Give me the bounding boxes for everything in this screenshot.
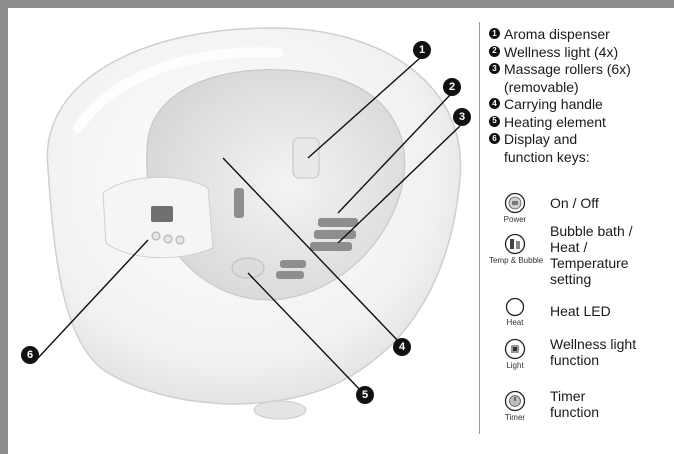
key-caption: Timer (489, 413, 541, 422)
temp-bubble-key-icon: Temp & Bubble (489, 233, 541, 265)
callout-3: 3 (453, 108, 471, 126)
number-badge: 2 (489, 46, 500, 57)
callout-4: 4 (393, 338, 411, 356)
key-caption: Temp & Bubble (489, 256, 541, 265)
legend-item-2: 2 Wellness light (4x) (489, 44, 671, 60)
frame-top-bar (0, 0, 674, 8)
legend-item-1: 1 Aroma dispenser (489, 26, 671, 42)
key-description: On / Off (550, 195, 671, 211)
key-description: Heat LED (550, 303, 671, 319)
legend-label: Aroma dispenser (504, 26, 610, 42)
callout-6: 6 (21, 346, 39, 364)
callout-2: 2 (443, 78, 461, 96)
legend-item-5: 5 Heating element (489, 114, 671, 130)
legend-label: Massage rollers (6x) (504, 61, 631, 77)
legend-label: Wellness light (4x) (504, 44, 618, 60)
legend-sublabel: function keys: (489, 149, 671, 165)
number-badge: 1 (489, 28, 500, 39)
key-description: Bubble bath / Heat / Temperature setting (550, 223, 671, 287)
number-badge: 6 (489, 133, 500, 144)
callout-1: 1 (413, 41, 431, 59)
legend-label: Carrying handle (504, 96, 603, 112)
callout-5: 5 (356, 386, 374, 404)
spa-foot (254, 401, 306, 419)
frame-left-bar (0, 0, 8, 454)
key-caption: Light (489, 361, 541, 370)
legend-label: Heating element (504, 114, 606, 130)
parts-legend: 1 Aroma dispenser 2 Wellness light (4x) … (489, 26, 671, 166)
key-temp-bubble: Temp & Bubble Bubble bath / Heat / Tempe… (489, 223, 671, 303)
key-light: Light Wellness light function (489, 336, 671, 396)
column-divider (479, 22, 480, 434)
legend-item-6: 6 Display and (489, 131, 671, 147)
heat-led-icon: Heat (489, 297, 541, 327)
legend-item-4: 4 Carrying handle (489, 96, 671, 112)
number-badge: 4 (489, 98, 500, 109)
timer-key-icon: Timer (489, 390, 541, 422)
aroma-dispenser (293, 138, 319, 178)
key-timer: Timer Timer function (489, 388, 671, 448)
light-key-icon: Light (489, 338, 541, 370)
number-badge: 3 (489, 63, 500, 74)
key-description: Wellness light function (550, 336, 671, 368)
legend-sublabel: (removable) (489, 79, 671, 95)
key-description: Timer function (550, 388, 671, 420)
number-badge: 5 (489, 116, 500, 127)
legend-label: Display and (504, 131, 577, 147)
power-key-icon: Power (489, 192, 541, 224)
foot-spa-illustration (8, 8, 478, 448)
key-caption: Heat (489, 318, 541, 327)
heating-element (232, 258, 264, 278)
display-screen (151, 206, 173, 222)
legend-item-3: 3 Massage rollers (6x) (489, 61, 671, 77)
